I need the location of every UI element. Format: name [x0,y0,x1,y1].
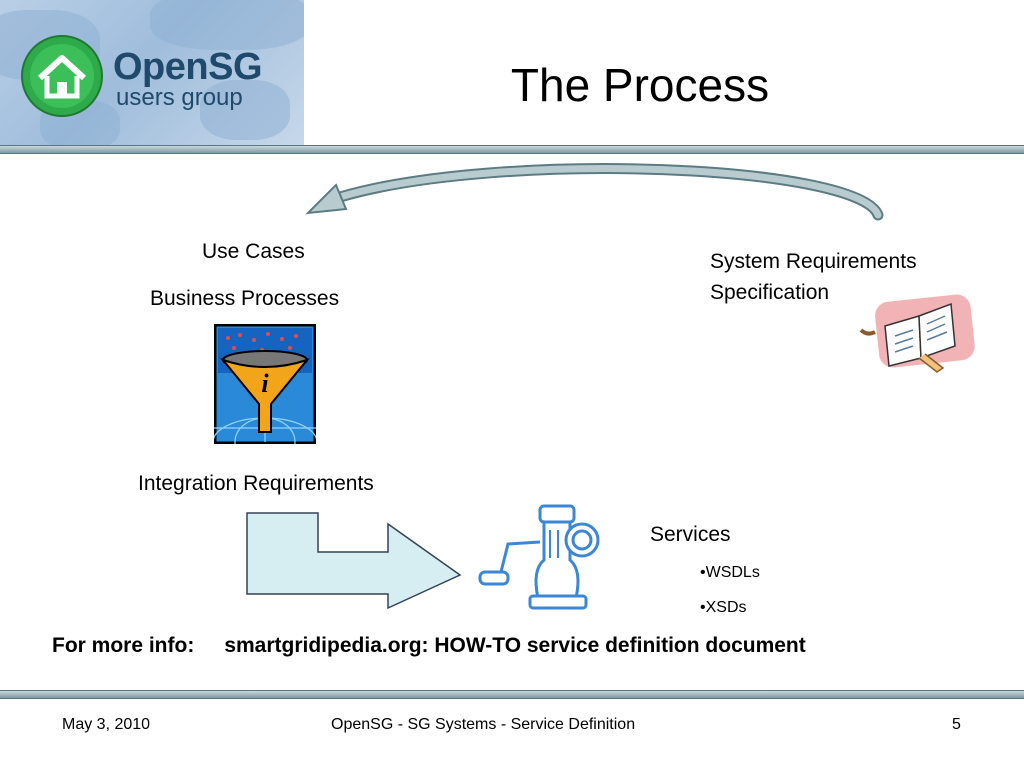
specification-label: Specification [710,281,830,304]
service-item-wsdls: •WSDLs [700,564,760,581]
footer-title: OpenSG - SG Systems - Service Definition [331,716,636,733]
more-info-line: For more info: smartgridipedia.org: HOW-T… [52,634,806,658]
header-divider [0,145,1024,154]
footer-date: May 3, 2010 [62,716,151,733]
slide-title: The Process [510,59,770,111]
services-label: Services [650,523,731,546]
home-icon [21,35,103,117]
open-book-icon [859,294,975,373]
service-item-xsds: •XSDs [700,599,747,616]
system-requirements-label: System Requirements [710,250,917,273]
use-cases-label: Use Cases [202,240,305,263]
funnel-info-icon: i [214,324,316,444]
integration-requirements-label: Integration Requirements [138,472,374,495]
page-number: 5 [952,716,961,733]
logo-name: OpenSG [113,46,263,88]
return-arrow [305,163,884,221]
business-processes-label: Business Processes [150,287,340,310]
meat-grinder-icon [478,504,600,610]
more-info-label: For more info: [52,634,195,657]
svg-text:i: i [261,369,269,398]
footer-divider [0,690,1024,699]
opensg-logo: OpenSG users group [0,0,304,145]
logo-tagline: users group [116,84,243,111]
more-info-text: smartgridipedia.org: HOW-TO service defi… [224,634,806,657]
flow-arrow [246,512,462,610]
